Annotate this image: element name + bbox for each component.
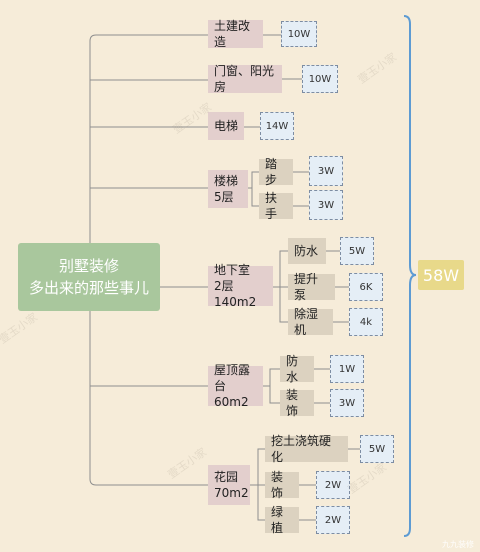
topic-label: 地下室 xyxy=(214,263,251,277)
root-topic[interactable]: 别墅装修 多出来的那些事儿 xyxy=(18,243,160,311)
cost-value: 1W xyxy=(338,363,356,375)
subtopic-label: 挖土浇筑硬化 xyxy=(271,434,332,464)
cost-excavation[interactable]: 5W xyxy=(360,435,394,463)
topic-sublabel: 2层140m2 xyxy=(214,279,257,309)
subtopic-handrail[interactable]: 扶手 xyxy=(259,191,293,221)
subtopic-garden-decoration[interactable]: 装饰 xyxy=(265,470,299,500)
topic-windows-sunroom[interactable]: 门窗、阳光房 xyxy=(208,64,282,94)
topic-sublabel: 70m2 xyxy=(214,486,249,500)
topic-sublabel: 60m2 xyxy=(214,395,249,409)
topic-roof-terrace[interactable]: 屋顶露台 60m2 xyxy=(208,363,263,409)
cost-value: 6K xyxy=(359,281,373,293)
subtopic-label: 绿植 xyxy=(271,505,284,535)
cost-earthwork[interactable]: 10W xyxy=(281,21,317,47)
subtopic-waterproof[interactable]: 防水 xyxy=(288,238,326,264)
subtopic-label: 除湿机 xyxy=(294,307,319,337)
topic-label: 楼梯 xyxy=(214,174,239,188)
subtopic-steps[interactable]: 踏步 xyxy=(259,157,293,187)
subtopic-lift-pump[interactable]: 提升泵 xyxy=(288,272,335,302)
subtopic-label: 装饰 xyxy=(271,470,284,500)
topic-label: 屋顶露台 xyxy=(214,363,251,393)
topic-label: 电梯 xyxy=(214,119,239,133)
cost-handrail[interactable]: 3W xyxy=(309,190,343,220)
cost-value: 5W xyxy=(368,443,386,455)
cost-lift-pump[interactable]: 6K xyxy=(349,273,383,301)
cost-value: 14W xyxy=(265,120,289,132)
cost-value: 10W xyxy=(308,73,332,85)
root-title-line1: 别墅装修 xyxy=(58,257,119,275)
total-value: 58W xyxy=(422,265,460,285)
topic-basement[interactable]: 地下室 2层140m2 xyxy=(208,263,273,309)
cost-waterproof[interactable]: 5W xyxy=(340,237,374,265)
root-title-line2: 多出来的那些事儿 xyxy=(28,279,149,297)
cost-garden-decoration[interactable]: 2W xyxy=(316,471,350,499)
subtopic-label: 踏步 xyxy=(265,157,278,187)
subtopic-label: 防水 xyxy=(286,354,299,384)
topic-sublabel: 5层 xyxy=(214,190,234,204)
cost-terrace-decoration[interactable]: 3W xyxy=(330,389,364,417)
subtopic-label: 装饰 xyxy=(286,388,299,418)
topic-stairs[interactable]: 楼梯 5层 xyxy=(208,170,248,208)
topic-label: 花园 xyxy=(214,470,239,484)
topic-elevator[interactable]: 电梯 xyxy=(208,112,244,140)
cost-terrace-waterproof[interactable]: 1W xyxy=(330,355,364,383)
cost-greenery[interactable]: 2W xyxy=(316,506,350,534)
topic-earthwork[interactable]: 土建改造 xyxy=(208,19,263,49)
subtopic-label: 提升泵 xyxy=(294,272,319,302)
cost-value: 3W xyxy=(317,199,335,211)
subtopic-terrace-waterproof[interactable]: 防水 xyxy=(280,354,314,384)
cost-windows-sunroom[interactable]: 10W xyxy=(302,65,338,93)
cost-value: 10W xyxy=(287,28,311,40)
topic-label: 土建改造 xyxy=(214,19,251,49)
cost-value: 4k xyxy=(359,316,373,328)
subtopic-greenery[interactable]: 绿植 xyxy=(265,505,299,535)
topic-label: 门窗、阳光房 xyxy=(214,64,275,94)
cost-value: 3W xyxy=(317,165,335,177)
subtopic-label: 防水 xyxy=(294,244,319,258)
topic-garden[interactable]: 花园 70m2 xyxy=(208,465,250,505)
cost-value: 2W xyxy=(324,479,342,491)
cost-dehumidifier[interactable]: 4k xyxy=(349,308,383,336)
cost-steps[interactable]: 3W xyxy=(309,156,343,186)
subtopic-label: 扶手 xyxy=(265,191,278,221)
cost-elevator[interactable]: 14W xyxy=(260,112,294,140)
subtopic-dehumidifier[interactable]: 除湿机 xyxy=(288,307,333,337)
cost-value: 3W xyxy=(338,397,356,409)
subtopic-terrace-decoration[interactable]: 装饰 xyxy=(280,388,314,418)
cost-value: 5W xyxy=(348,245,366,257)
site-watermark: 九九装修 xyxy=(442,540,474,549)
cost-value: 2W xyxy=(324,514,342,526)
subtopic-excavation[interactable]: 挖土浇筑硬化 xyxy=(265,434,348,464)
total-badge[interactable]: 58W xyxy=(418,260,464,290)
